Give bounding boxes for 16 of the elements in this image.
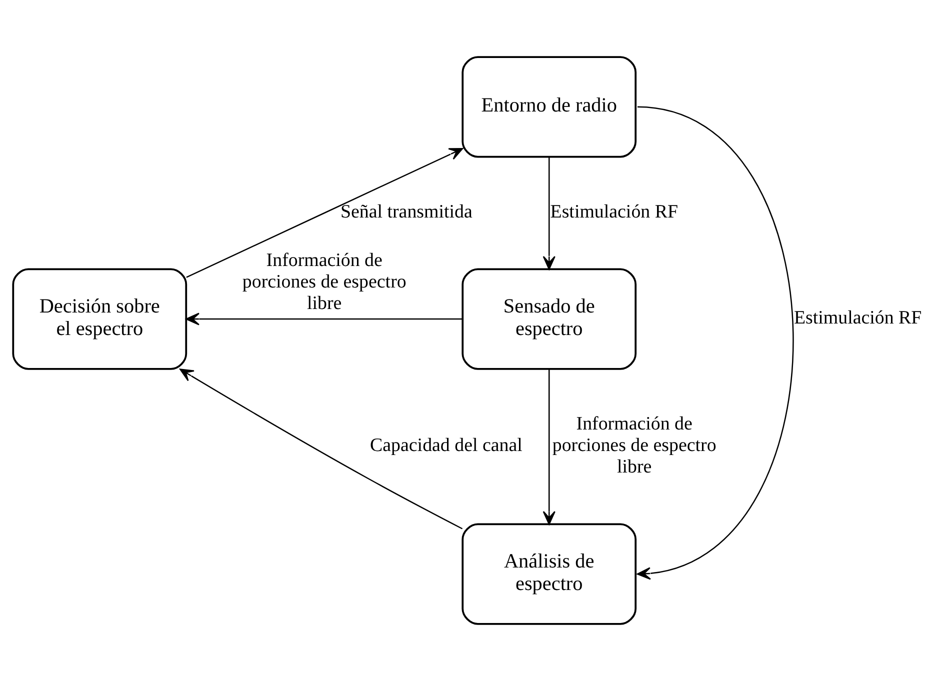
node-box: Análisis de espectro bbox=[462, 522, 637, 624]
edge-label: Capacidad del canal bbox=[370, 434, 522, 456]
node-box: Sensado de espectro bbox=[462, 268, 637, 370]
arrow bbox=[180, 368, 463, 529]
edge-label: Señal transmitida bbox=[340, 200, 472, 222]
arrow bbox=[186, 147, 464, 278]
arrow bbox=[186, 312, 462, 325]
node-box: Decisión sobre el espectro bbox=[12, 268, 188, 370]
edge-label: Información de porciones de espectro libre bbox=[552, 413, 716, 477]
edge-label: Información de porciones de espectro libre bbox=[242, 250, 406, 314]
edge-label: Estimulación RF bbox=[794, 306, 922, 328]
edge-label: Estimulación RF bbox=[550, 200, 678, 222]
node-box: Entorno de radio bbox=[462, 56, 637, 158]
arrow bbox=[542, 156, 556, 270]
arrow bbox=[542, 368, 556, 524]
arrow bbox=[636, 106, 794, 580]
